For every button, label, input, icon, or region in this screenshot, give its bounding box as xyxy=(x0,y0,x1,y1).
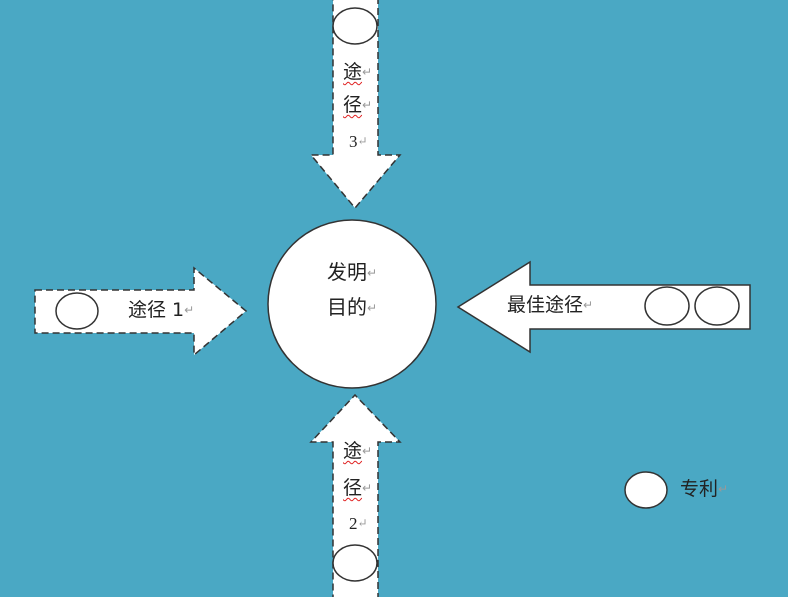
path-2-char-1: 途↵ xyxy=(343,440,373,462)
arrow-bottom-path-2 xyxy=(309,393,402,597)
patent-ellipse-bottom xyxy=(332,544,378,582)
patent-ellipse-top xyxy=(332,7,378,45)
path-2-char-2: 径↵ xyxy=(343,477,373,499)
patent-ellipse-right-2 xyxy=(694,286,740,326)
center-line-2: 目的↵ xyxy=(327,295,378,319)
path-1-label: 途径 1↵ xyxy=(128,299,195,321)
arrow-top-path-3 xyxy=(309,0,402,210)
path-3-char-1: 途↵ xyxy=(343,61,373,83)
legend-patent-label: 专利↵ xyxy=(680,478,729,500)
arrow-left-path-1 xyxy=(34,266,248,357)
center-line-1: 发明↵ xyxy=(327,260,378,284)
path-3-char-2: 径↵ xyxy=(343,94,373,116)
path-3-char-3: 3↵ xyxy=(349,132,368,151)
path-2-char-3: 2↵ xyxy=(349,514,368,533)
best-path-label: 最佳途径↵ xyxy=(507,294,594,316)
arrow-right-best-path xyxy=(456,260,751,354)
patent-ellipse-right-1 xyxy=(644,286,690,326)
legend-patent-ellipse xyxy=(624,471,668,509)
patent-ellipse-left xyxy=(55,292,99,330)
invention-goal-circle xyxy=(267,219,437,389)
